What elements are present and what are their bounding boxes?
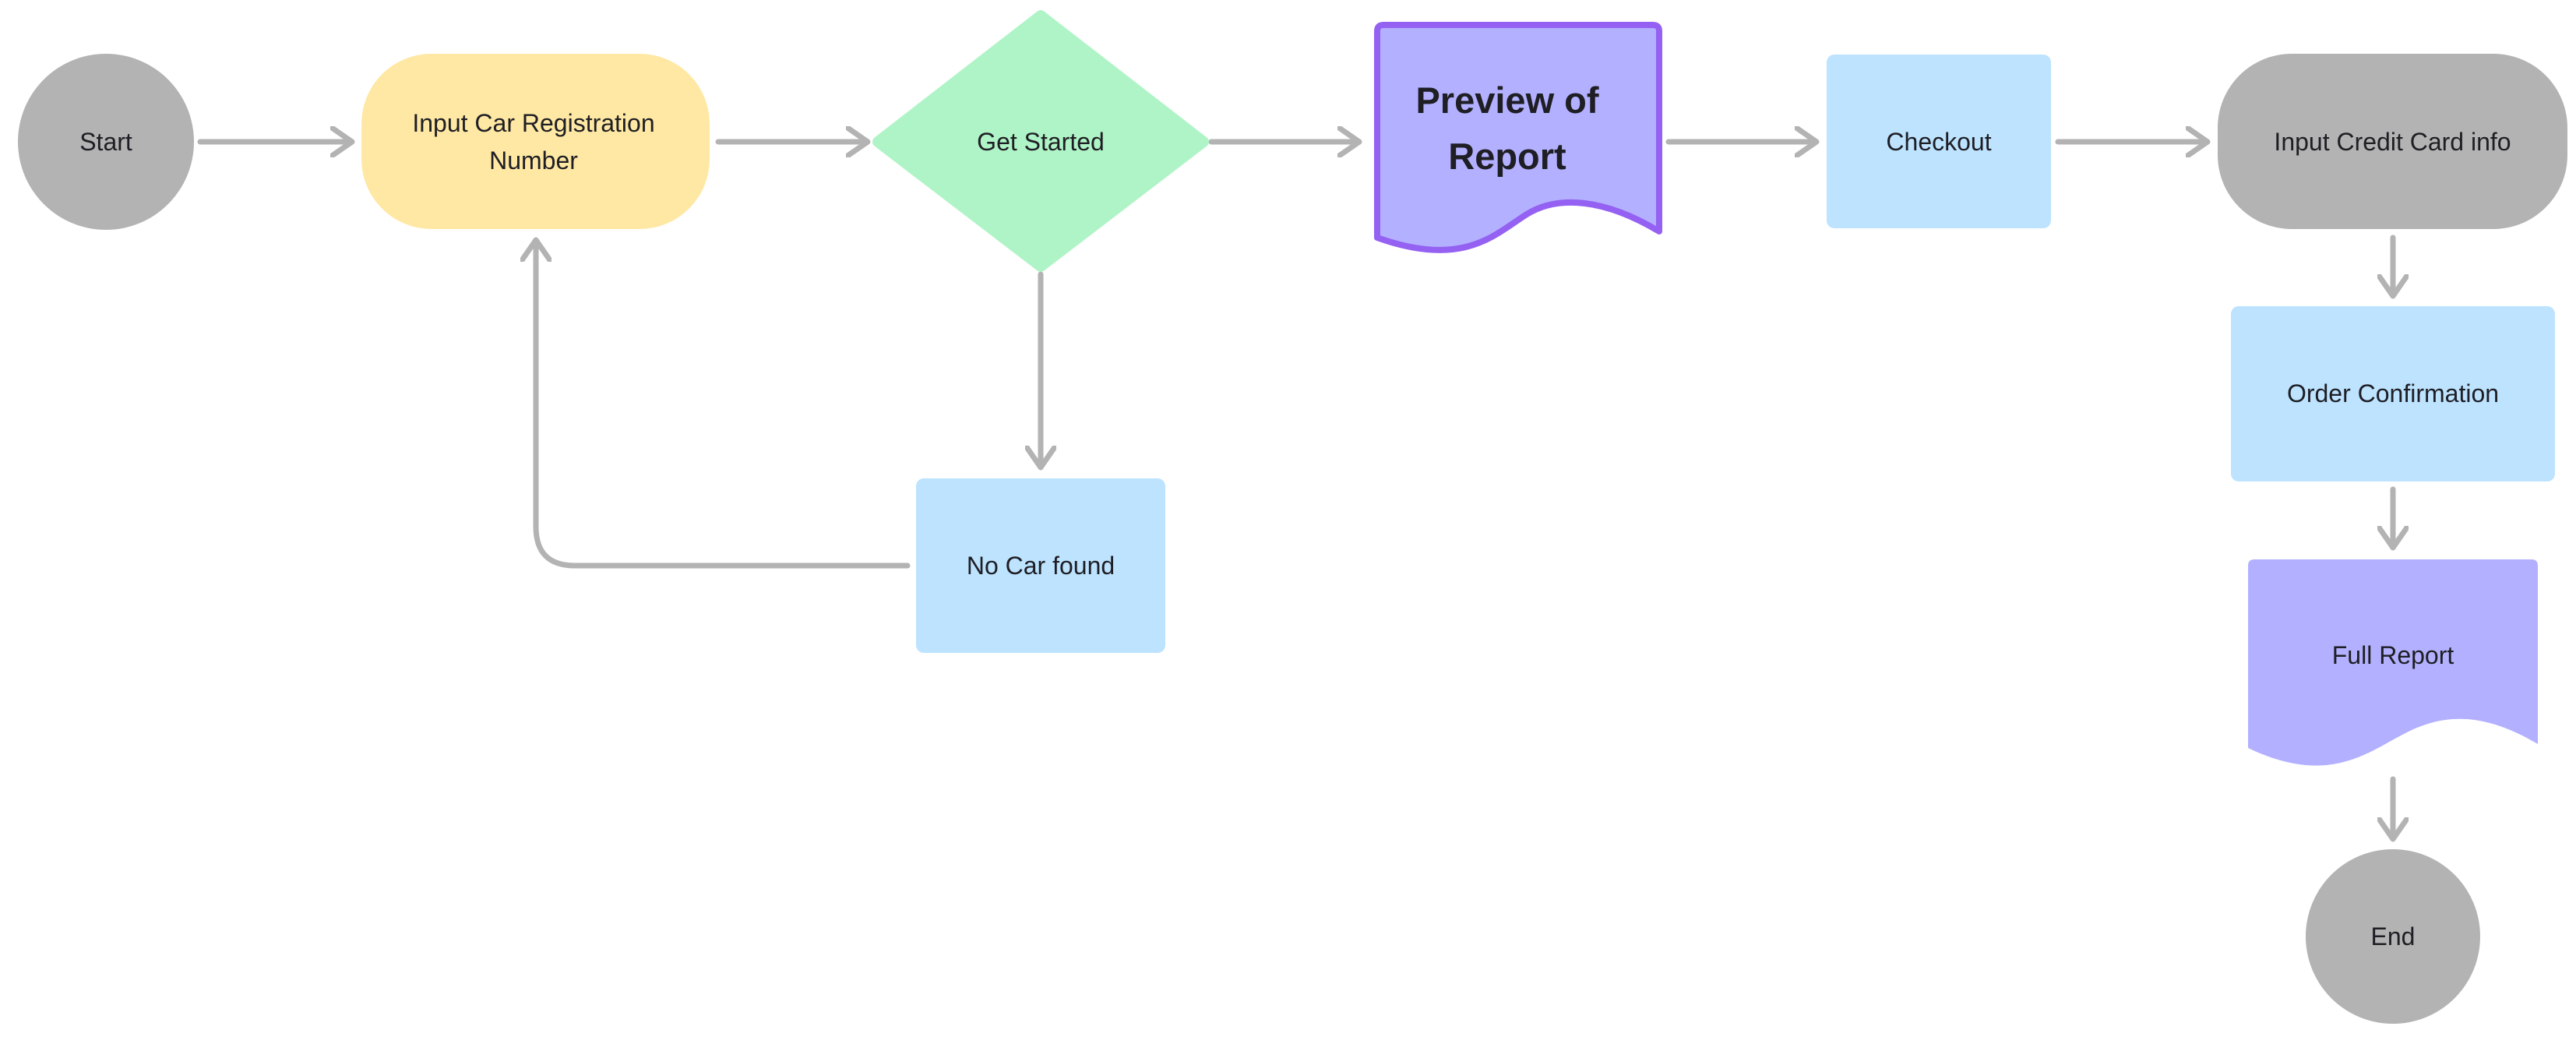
input-cc-label: Input Credit Card info [2274,128,2511,156]
preview-document-node[interactable] [1374,22,1662,253]
order-confirmation-label: Order Confirmation [2286,379,2500,407]
arrow-no-car-back-to-input-reg [536,237,911,569]
connectors [197,142,2393,842]
input-reg-node[interactable] [361,54,710,229]
get-started-diamond[interactable] [872,10,1209,272]
end-label: End [2370,922,2416,951]
no-car-label: No Car found [966,552,1115,580]
get-started-label: Get Started [977,128,1105,156]
start-node[interactable] [18,54,194,230]
end-node[interactable] [2306,849,2480,1024]
input-reg-label: Input Car Registration Number [412,109,655,175]
checkout-node[interactable] [1827,55,2051,228]
preview-label: Preview of Report [1415,79,1599,177]
no-car-node[interactable] [916,478,1165,653]
full-report-label: Full Report [2331,641,2454,669]
input-cc-node[interactable] [2218,54,2567,229]
full-report-document-node[interactable] [2248,559,2538,766]
checkout-label: Checkout [1886,128,1992,156]
start-label: Start [79,128,132,156]
order-confirmation-node[interactable] [2231,306,2555,481]
